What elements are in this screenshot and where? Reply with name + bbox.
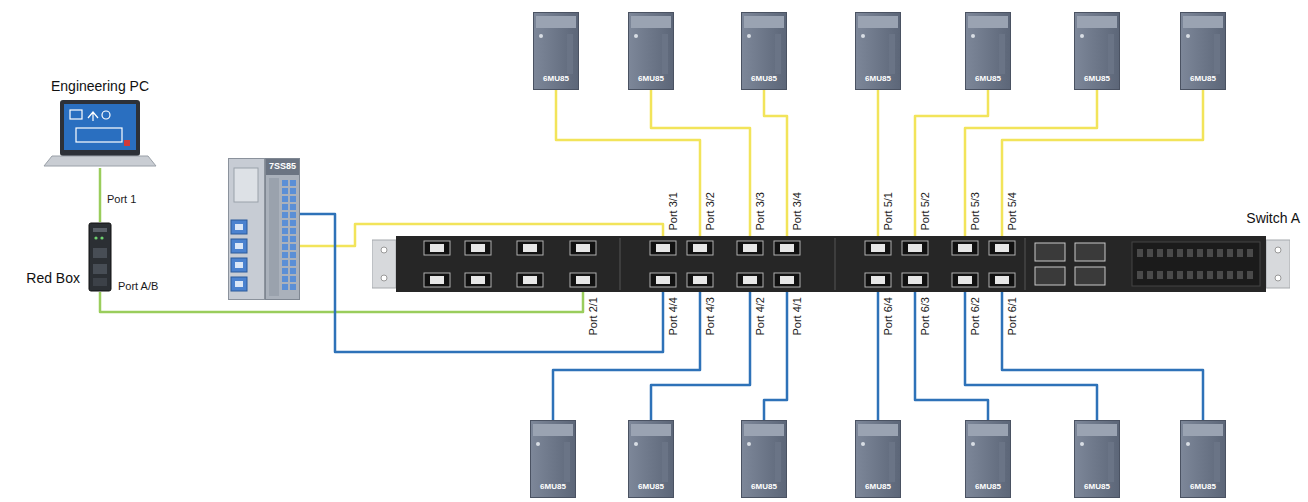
network-cable	[553, 292, 700, 420]
network-cable	[1002, 292, 1203, 420]
device-type-label: 6MU85	[533, 74, 579, 84]
merging-unit: 6MU85	[1074, 12, 1120, 90]
merging-unit: 6MU85	[1074, 420, 1120, 498]
port-label: Port 4/1	[791, 296, 804, 337]
network-cable	[764, 90, 787, 236]
network-cable	[651, 292, 750, 420]
red-box: Red Box	[88, 222, 112, 292]
device-type-label: 7SS85	[266, 160, 299, 172]
merging-unit: 6MU85	[741, 420, 787, 498]
device-heading: Engineering PC	[40, 78, 160, 95]
port-label: Port 5/2	[919, 191, 932, 232]
port-label: Port 5/3	[969, 191, 982, 232]
network-cable	[915, 90, 988, 236]
merging-unit: 6MU85	[965, 420, 1011, 498]
port-label: Port 4/4	[667, 296, 680, 337]
port-label: Port 6/3	[919, 296, 932, 337]
device-type-label: 6MU85	[628, 482, 674, 492]
network-cable	[1002, 90, 1203, 236]
port-label: Port 4/3	[704, 296, 717, 337]
device-heading: Red Box	[26, 270, 80, 287]
network-cable	[965, 292, 1097, 420]
merging-unit: 6MU85	[855, 12, 901, 90]
merging-unit: 6MU85	[1180, 12, 1226, 90]
merging-unit: 6MU85	[855, 420, 901, 498]
network-cable	[915, 292, 988, 420]
device-type-label: 6MU85	[965, 482, 1011, 492]
network-cable	[651, 90, 750, 236]
merging-unit: 6MU85	[1180, 420, 1226, 498]
switch-heading: Switch A	[1246, 210, 1300, 227]
device-type-label: 6MU85	[741, 74, 787, 84]
port-label: Port 3/2	[704, 191, 717, 232]
port-label: Port 5/4	[1006, 191, 1019, 232]
device-type-label: 6MU85	[1074, 482, 1120, 492]
port-label: Port 2/1	[587, 296, 600, 337]
network-cable	[764, 292, 787, 420]
merging-unit: 6MU85	[741, 12, 787, 90]
merging-unit: 6MU85	[628, 420, 674, 498]
device-illustration	[228, 158, 300, 300]
merging-unit: 6MU85	[533, 12, 579, 90]
device-type-label: 6MU85	[530, 482, 576, 492]
device-type-label: 6MU85	[628, 74, 674, 84]
device-type-label: 6MU85	[965, 74, 1011, 84]
device-type-label: 6MU85	[1180, 74, 1226, 84]
device-type-label: 6MU85	[741, 482, 787, 492]
port-label: Port 3/3	[754, 191, 767, 232]
busbar-protection-device: 7SS85	[228, 158, 300, 300]
merging-unit: 6MU85	[628, 12, 674, 90]
merging-unit: 6MU85	[965, 12, 1011, 90]
device-type-label: 6MU85	[1180, 482, 1226, 492]
port-label: Port 3/1	[667, 191, 680, 232]
network-cable	[877, 90, 880, 236]
device-illustration	[372, 236, 1290, 292]
device-type-label: 6MU85	[855, 74, 901, 84]
merging-unit: 6MU85	[530, 420, 576, 498]
port-label: Port 4/2	[754, 296, 767, 337]
port-label: Port A/B	[117, 280, 159, 293]
network-switch: Switch A	[372, 236, 1290, 292]
engineering-pc: Engineering PC	[40, 78, 160, 168]
network-cable	[100, 292, 583, 312]
network-cable	[556, 90, 700, 236]
port-label: Port 6/1	[1006, 296, 1019, 337]
network-cable	[99, 168, 102, 222]
port-label: Port 6/4	[882, 296, 895, 337]
port-label: Port 1	[106, 193, 137, 206]
device-type-label: 6MU85	[1074, 74, 1120, 84]
network-cable	[877, 292, 880, 420]
device-illustration	[88, 222, 112, 292]
port-label: Port 3/4	[791, 191, 804, 232]
port-label: Port 5/1	[882, 191, 895, 232]
device-type-label: 6MU85	[855, 482, 901, 492]
network-cable	[965, 90, 1097, 236]
port-label: Port 6/2	[969, 296, 982, 337]
